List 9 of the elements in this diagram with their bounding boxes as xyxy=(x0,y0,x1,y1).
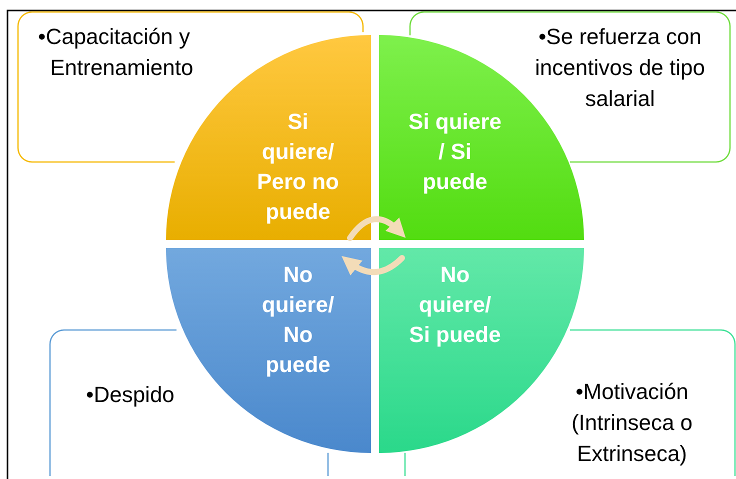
bullet-text: •Motivación (Intrinseca o Extrinseca) xyxy=(570,378,694,468)
bullet-text: •Despido xyxy=(86,381,176,409)
quadrant-label: Si quiere/ Pero no puede xyxy=(256,108,340,226)
cycle-arrow xyxy=(347,216,406,241)
bullet-text: •Capacitación y Entrenamiento xyxy=(38,23,194,82)
quadrant-label: Si quiere / Si puede xyxy=(408,108,502,196)
quadrant-label: No quiere/ Si puede xyxy=(408,261,502,350)
bullet-text: •Se refuerza con incentivos de tipo salarial xyxy=(535,23,705,113)
quadrant-label: No quiere/ No puede xyxy=(260,261,336,380)
